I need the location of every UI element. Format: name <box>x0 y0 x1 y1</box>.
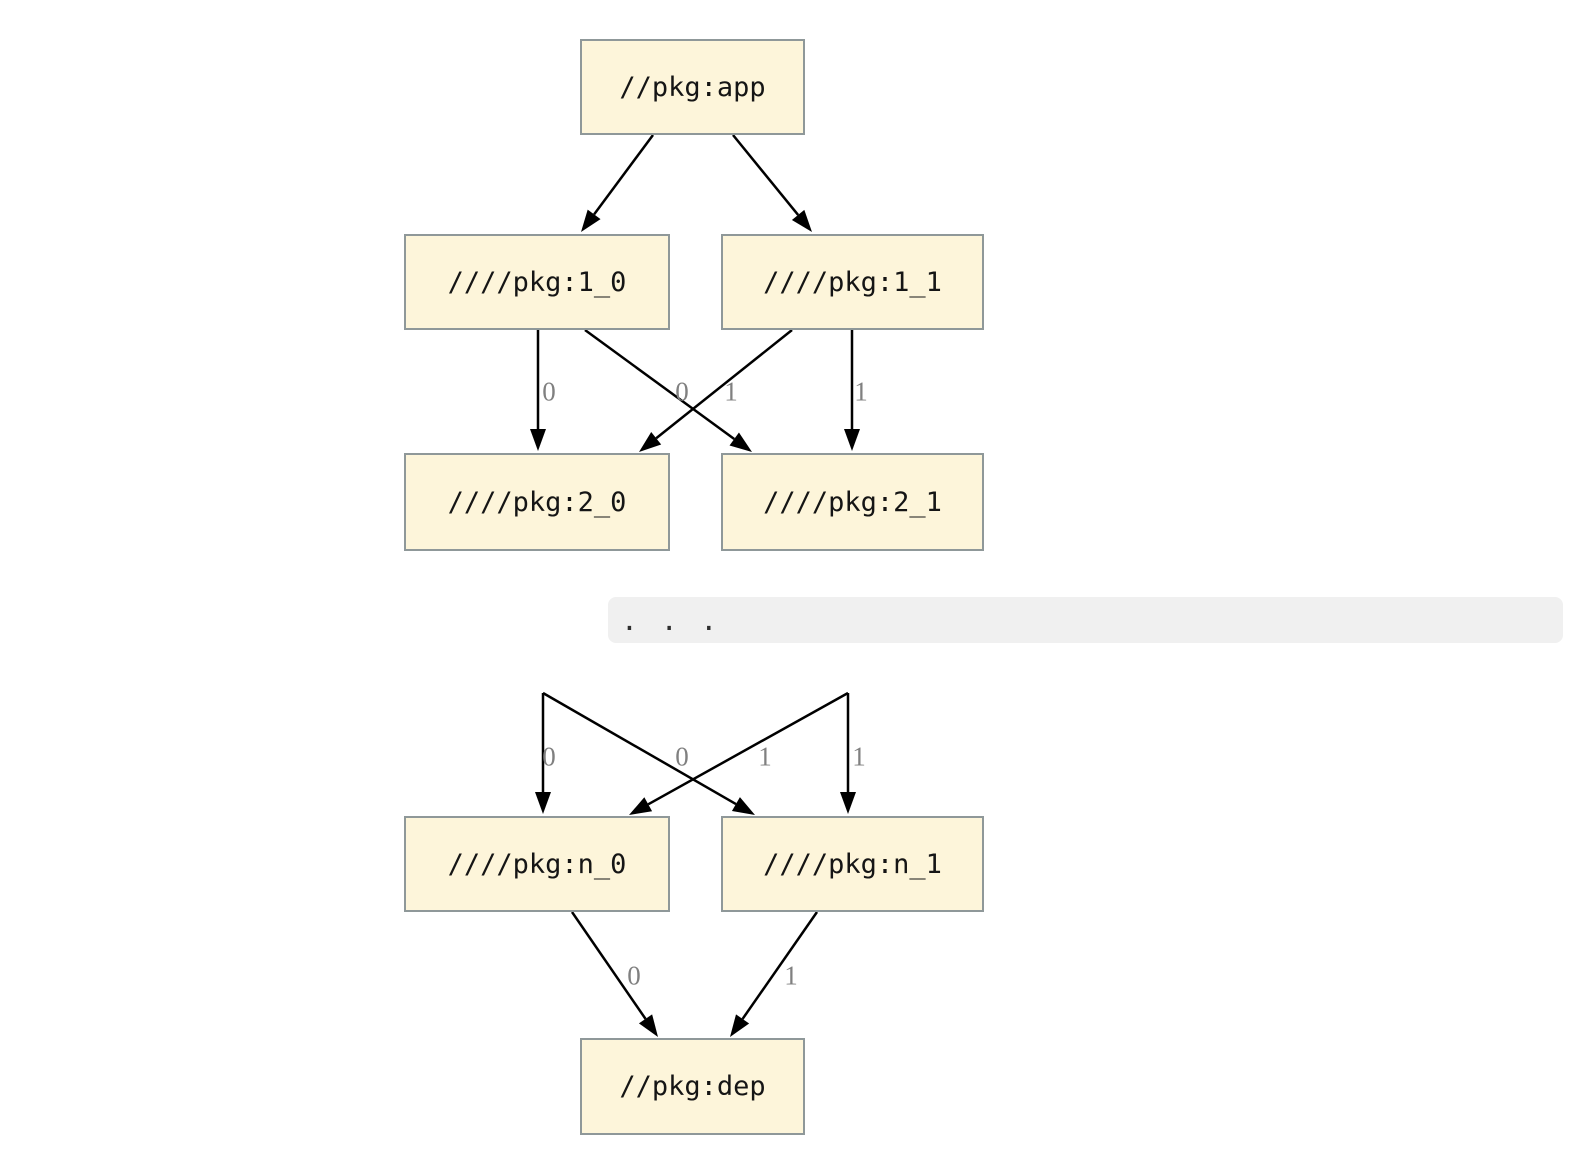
node-label: ////pkg:2_0 <box>447 486 627 518</box>
arrowhead-icon <box>844 429 860 451</box>
edge-app-to-1_0 <box>593 134 655 216</box>
edge-label-ellipsis-to-n_1: 1 <box>852 741 866 772</box>
edge-label-1_0-to-2_1: 1 <box>724 376 738 407</box>
arrowhead-icon <box>639 432 662 452</box>
node-label: ////pkg:n_1 <box>763 848 942 880</box>
edge-label-1_1-to-2_0: 0 <box>675 376 689 407</box>
node-pkg-app: //pkg:app <box>580 39 805 135</box>
arrowhead-icon <box>791 209 812 232</box>
node-pkg-2-1: ////pkg:2_1 <box>721 453 984 551</box>
node-pkg-1-0: ////pkg:1_0 <box>404 234 670 330</box>
node-label: ////pkg:n_0 <box>447 848 627 880</box>
node-pkg-n-0: ////pkg:n_0 <box>404 816 670 912</box>
node-pkg-1-1: ////pkg:1_1 <box>721 234 984 330</box>
node-label: //pkg:dep <box>619 1071 766 1102</box>
node-label: //pkg:app <box>619 71 766 103</box>
arrowhead-icon <box>840 792 856 814</box>
arrowhead-icon <box>629 797 653 815</box>
edge-app-to-1_1 <box>732 134 800 216</box>
arrowhead-icon <box>729 432 752 452</box>
edge-label-n_0-to-dep: 0 <box>627 960 641 991</box>
node-label: ////pkg:1_0 <box>447 266 627 298</box>
edge-label-ellipsis-to-n_1: 1 <box>758 741 772 772</box>
edge-ellipsis-to-n_1 <box>542 691 737 806</box>
arrowhead-icon <box>581 209 601 232</box>
edge-label-n_1-to-dep: 1 <box>784 960 798 991</box>
edge-1_0-to-2_1 <box>584 328 735 441</box>
arrowhead-icon <box>638 1014 658 1037</box>
arrowhead-icon <box>535 792 551 814</box>
arrowhead-icon <box>730 1014 750 1037</box>
edge-label-ellipsis-to-n_0: 0 <box>542 741 556 772</box>
arrowhead-icon <box>731 797 755 815</box>
ellipsis-band: . . . <box>608 597 1563 643</box>
edge-label-1_0-to-2_0: 0 <box>542 376 556 407</box>
node-label: ////pkg:2_1 <box>763 486 942 518</box>
node-pkg-2-0: ////pkg:2_0 <box>404 453 670 551</box>
node-label: ////pkg:1_1 <box>763 266 942 298</box>
node-pkg-dep: //pkg:dep <box>580 1038 805 1135</box>
edge-label-1_1-to-2_1: 1 <box>854 376 868 407</box>
node-pkg-n-1: ////pkg:n_1 <box>721 816 984 912</box>
arrowhead-icon <box>530 429 546 451</box>
edge-n_1-to-dep <box>741 911 819 1020</box>
edge-label-ellipsis-to-n_0: 0 <box>675 741 689 772</box>
ellipsis-text: . . . <box>621 603 721 637</box>
